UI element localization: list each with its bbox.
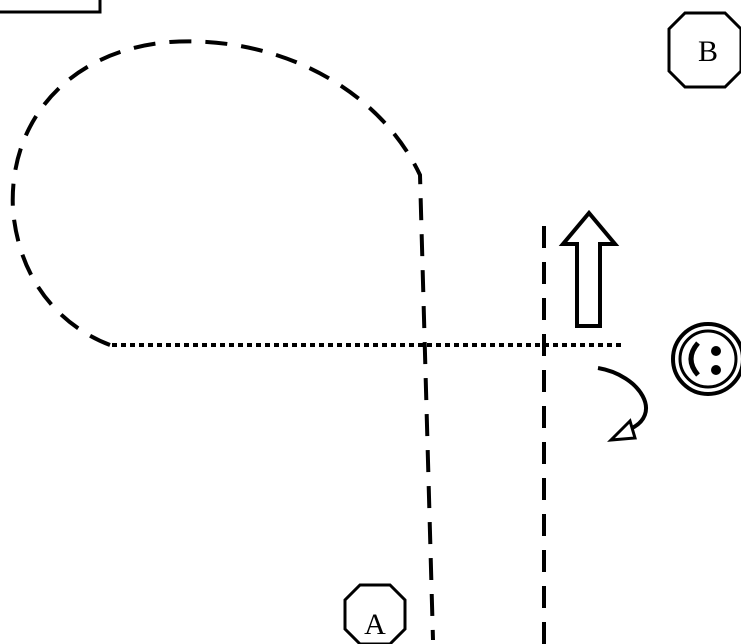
dashed-loop-path [10,39,435,641]
smiley-face-icon [671,322,741,396]
partial-box-icon [0,0,102,14]
label-a-octagon: A [343,583,407,644]
curved-arrow-icon [597,366,648,432]
up-arrow-icon [558,209,620,328]
curved-arrow-head [607,418,637,442]
label-b-octagon: B [667,11,741,89]
label-a-text: A [364,608,386,641]
label-b-text: B [698,35,718,68]
